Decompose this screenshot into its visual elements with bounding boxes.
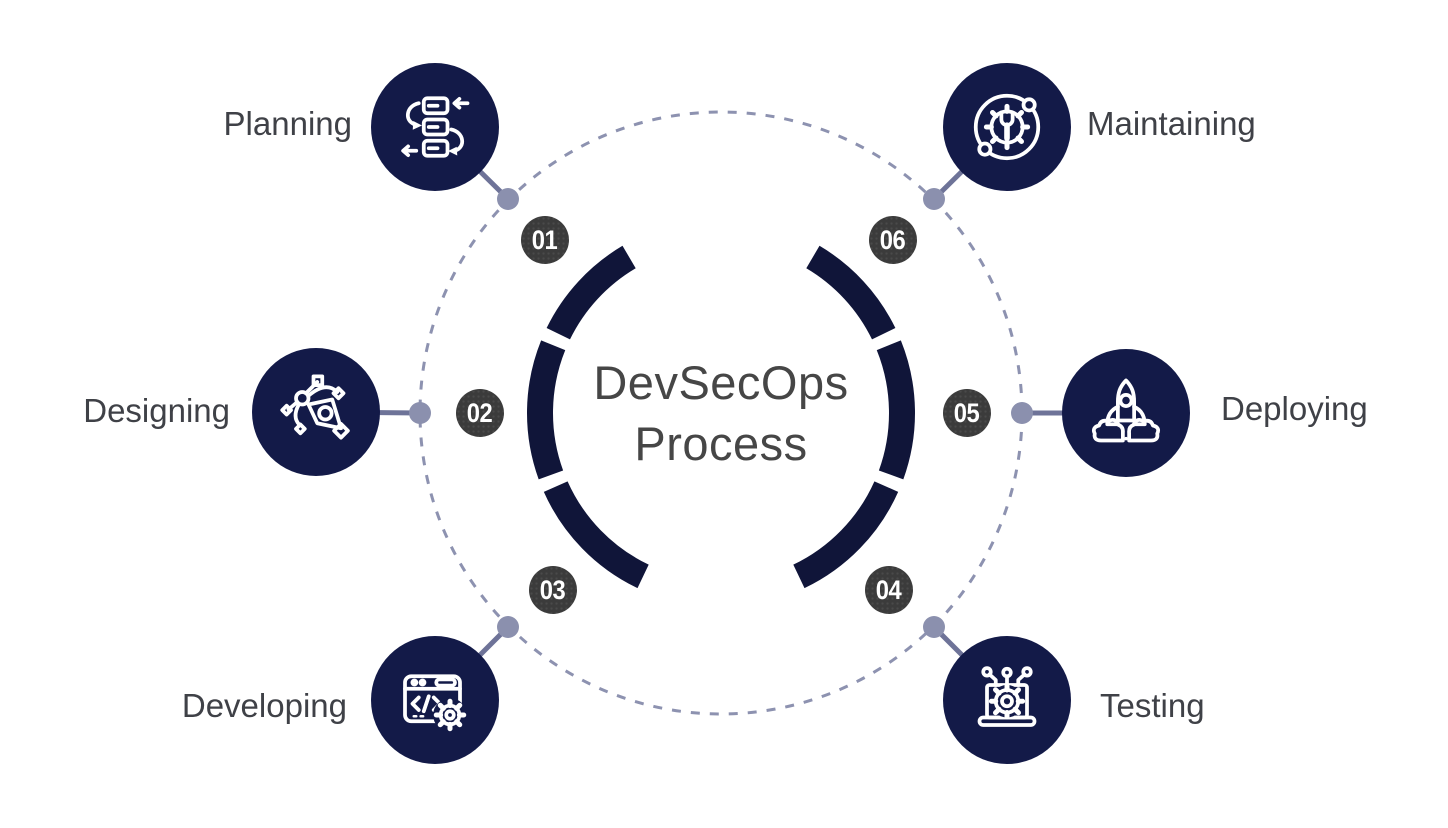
connector-dot	[409, 402, 431, 424]
diagram-title-line1: DevSecOps	[593, 355, 849, 409]
stage-maintaining-node	[943, 63, 1071, 191]
code-window-gear-icon	[403, 674, 467, 732]
stage-testing-number-badge: 04	[865, 566, 913, 614]
gear-orbit-wrench-icon	[973, 93, 1041, 161]
connector-dot	[1011, 402, 1033, 424]
stage-designing-node	[252, 348, 380, 476]
stage-number: 05	[954, 397, 980, 428]
connector-dot	[497, 188, 519, 210]
stage-designing-number-badge: 02	[456, 389, 504, 437]
stage-developing-node	[371, 636, 499, 764]
ring-segment	[876, 340, 915, 480]
stage-deploying-label: Deploying	[1221, 390, 1368, 427]
workflow-icon	[401, 96, 470, 158]
diagram-title: DevSecOps Process	[593, 352, 848, 474]
connector-dots	[409, 188, 1033, 638]
stage-developing-label: Developing	[181, 687, 347, 724]
ring-segment	[543, 481, 649, 589]
stage-number: 06	[880, 224, 906, 255]
stage-designing-label: Designing	[83, 392, 230, 429]
stage-testing-node	[943, 636, 1071, 764]
ring-segment	[806, 245, 896, 340]
laptop-gear-icon	[977, 666, 1037, 727]
stage-maintaining-label: Maintaining	[1087, 105, 1256, 142]
stage-planning-node	[371, 63, 499, 191]
connector-dot	[497, 616, 519, 638]
stage-developing-number-badge: 03	[529, 566, 577, 614]
connector-dot	[923, 616, 945, 638]
stage-planning-number-badge: 01	[521, 216, 569, 264]
stage-planning-label: Planning	[223, 105, 352, 142]
stage-deploying-node	[1062, 349, 1190, 477]
connector-dot	[923, 188, 945, 210]
stage-testing-label: Testing	[1100, 687, 1205, 724]
diagram-title-line2: Process	[634, 417, 808, 470]
segmented-ring	[527, 245, 915, 589]
stage-number: 01	[532, 224, 558, 255]
stage-number: 02	[467, 397, 493, 428]
stage-deploying-number-badge: 05	[943, 389, 991, 437]
ring-segment	[546, 245, 636, 340]
ring-segment	[793, 481, 899, 589]
pen-tool-icon	[280, 374, 350, 440]
rocket-launch-icon	[1091, 378, 1161, 443]
stage-maintaining-number-badge: 06	[869, 216, 917, 264]
ring-segment	[527, 340, 566, 480]
stage-number: 03	[540, 574, 566, 605]
stage-number: 04	[876, 574, 902, 605]
